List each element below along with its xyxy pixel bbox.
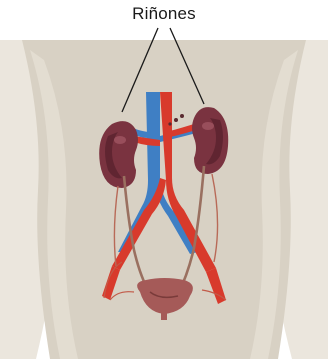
right-kidney <box>192 107 228 174</box>
kidneys-label: Riñones <box>0 4 328 24</box>
